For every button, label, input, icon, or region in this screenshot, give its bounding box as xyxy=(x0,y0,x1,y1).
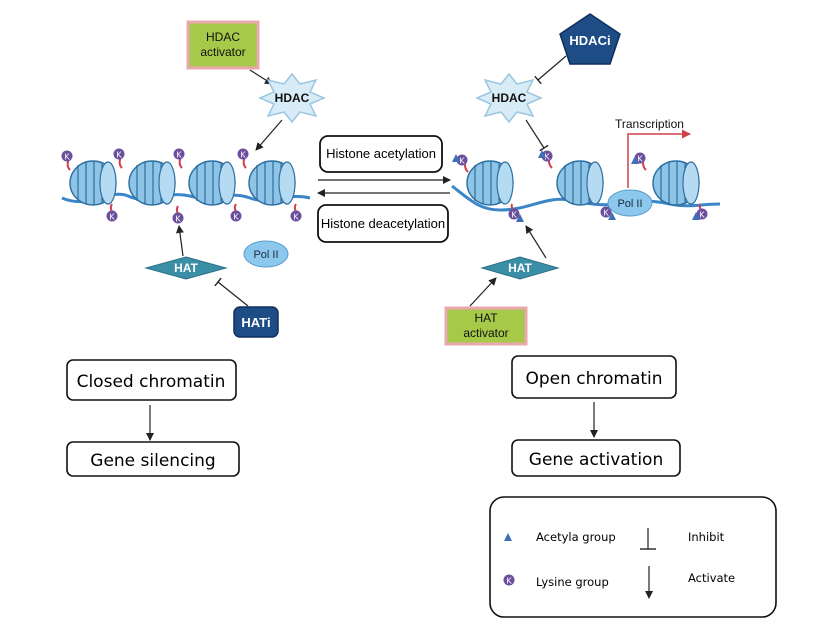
closed-chromatin-box: Closed chromatin xyxy=(66,359,237,401)
svg-text:HDAC: HDAC xyxy=(206,30,240,44)
nucleosome-right-2 xyxy=(556,160,604,206)
arrow-hat-activator-to-hat-right xyxy=(469,277,497,307)
svg-text:K: K xyxy=(116,151,122,160)
svg-text:Open chromatin: Open chromatin xyxy=(525,369,662,389)
svg-text:K: K xyxy=(544,153,550,162)
lysine-mark: K xyxy=(237,148,249,160)
lysine-mark: K xyxy=(290,210,302,222)
pol2-right: Pol II xyxy=(607,189,653,217)
transcription-label: Transcription xyxy=(615,117,684,131)
legend-inhibit-label: Inhibit xyxy=(688,530,725,544)
lysine-mark: K xyxy=(106,210,118,222)
lysine-mark: K xyxy=(113,148,125,160)
svg-text:K: K xyxy=(109,213,115,222)
svg-text:K: K xyxy=(603,209,609,218)
svg-text:Pol II: Pol II xyxy=(617,198,642,210)
svg-text:HATi: HATi xyxy=(241,315,270,330)
svg-text:HDACi: HDACi xyxy=(569,33,610,48)
hdac-star-left: HDAC xyxy=(258,72,326,124)
svg-text:K: K xyxy=(293,213,299,222)
svg-text:K: K xyxy=(511,211,517,220)
acetyl-mark xyxy=(516,214,524,222)
lysine-mark: K xyxy=(600,206,612,218)
lysine-mark: K xyxy=(61,150,73,162)
svg-text:K: K xyxy=(64,153,70,162)
open-chromatin-box: Open chromatin xyxy=(511,355,677,399)
nucleosome-left-4 xyxy=(248,160,296,206)
legend-lysine-label: Lysine group xyxy=(536,575,609,589)
svg-text:HAT: HAT xyxy=(474,311,498,325)
acetylated-lysines-right: K K K K K K xyxy=(452,150,708,222)
lysine-mark: K xyxy=(172,212,184,224)
lysine-marks-left: K K K K K K K K xyxy=(61,148,302,224)
lysine-mark: K xyxy=(696,208,708,220)
svg-text:Gene activation: Gene activation xyxy=(529,450,663,470)
svg-text:K: K xyxy=(176,151,182,160)
inhibit-legend-icon xyxy=(640,528,656,550)
gene-activation-box: Gene activation xyxy=(511,439,681,477)
acetyl-mark xyxy=(631,156,639,164)
gene-silencing-box: Gene silencing xyxy=(66,441,240,477)
hat-diamond-right: HAT xyxy=(480,256,560,280)
lysine-mark: K xyxy=(456,154,468,166)
arrow-hat-to-chromatin-right xyxy=(525,225,547,259)
acetyl-mark xyxy=(452,154,460,162)
legend: Acetyla group K Lysine group Inhibit Act… xyxy=(489,496,777,618)
transcription-arrow xyxy=(627,129,691,188)
svg-text:HDAC: HDAC xyxy=(492,91,527,105)
nucleosome-left-1 xyxy=(69,160,117,206)
svg-text:K: K xyxy=(459,157,465,166)
svg-text:activator: activator xyxy=(200,45,245,59)
svg-text:Gene silencing: Gene silencing xyxy=(90,451,215,471)
legend-activate-label: Activate xyxy=(688,571,735,585)
arrow-hdac-to-chromatin-left xyxy=(255,119,283,151)
inhibit-hati-to-hat-left xyxy=(214,277,249,307)
nucleosome-right-3 xyxy=(652,160,700,206)
hdac-star-right: HDAC xyxy=(475,72,543,124)
svg-text:HDAC: HDAC xyxy=(275,91,310,105)
svg-text:K: K xyxy=(240,151,246,160)
lysine-mark: K xyxy=(230,210,242,222)
svg-text:activator: activator xyxy=(463,326,508,340)
svg-text:Closed chromatin: Closed chromatin xyxy=(77,372,226,392)
svg-text:K: K xyxy=(233,213,239,222)
hdac-activator-left: HDAC activator xyxy=(186,20,260,70)
inhibit-hdaci-to-hdac-right xyxy=(534,55,567,85)
arrow-hat-to-chromatin-left xyxy=(175,225,184,257)
nucleosome-left-2 xyxy=(128,160,176,206)
lysine-legend-icon: K xyxy=(503,574,515,586)
svg-text:K: K xyxy=(506,577,512,586)
histone-deacetylation-box: Histone deacetylation xyxy=(317,204,449,243)
svg-text:K: K xyxy=(637,155,643,164)
hati-box-left: HATi xyxy=(233,306,279,338)
histone-acetylation-box: Histone acetylation xyxy=(319,135,443,173)
svg-text:Histone acetylation: Histone acetylation xyxy=(326,146,436,161)
acetyl-mark xyxy=(608,212,616,220)
svg-text:K: K xyxy=(699,211,705,220)
lysine-mark: K xyxy=(541,150,553,162)
hat-diamond-left: HAT xyxy=(144,256,228,280)
inhibit-hdac-to-chromatin-right xyxy=(525,119,549,152)
lysine-mark: K xyxy=(508,208,520,220)
svg-text:Pol II: Pol II xyxy=(253,249,278,261)
hat-activator-right: HAT activator xyxy=(444,306,528,346)
svg-text:HAT: HAT xyxy=(508,261,532,275)
acetyl-mark xyxy=(538,150,546,158)
acetyl-mark xyxy=(692,212,700,220)
svg-text:Histone deacetylation: Histone deacetylation xyxy=(321,216,445,231)
lysine-mark: K xyxy=(173,148,185,160)
svg-text:K: K xyxy=(175,215,181,224)
svg-text:HAT: HAT xyxy=(174,261,198,275)
pol2-left: Pol II xyxy=(243,240,289,268)
nucleosome-right-1 xyxy=(466,160,514,206)
hdaci-pentagon: HDACi xyxy=(559,13,621,65)
acetyl-legend-icon xyxy=(504,533,512,541)
legend-acetyl-label: Acetyla group xyxy=(536,530,616,544)
nucleosome-left-3 xyxy=(188,160,236,206)
